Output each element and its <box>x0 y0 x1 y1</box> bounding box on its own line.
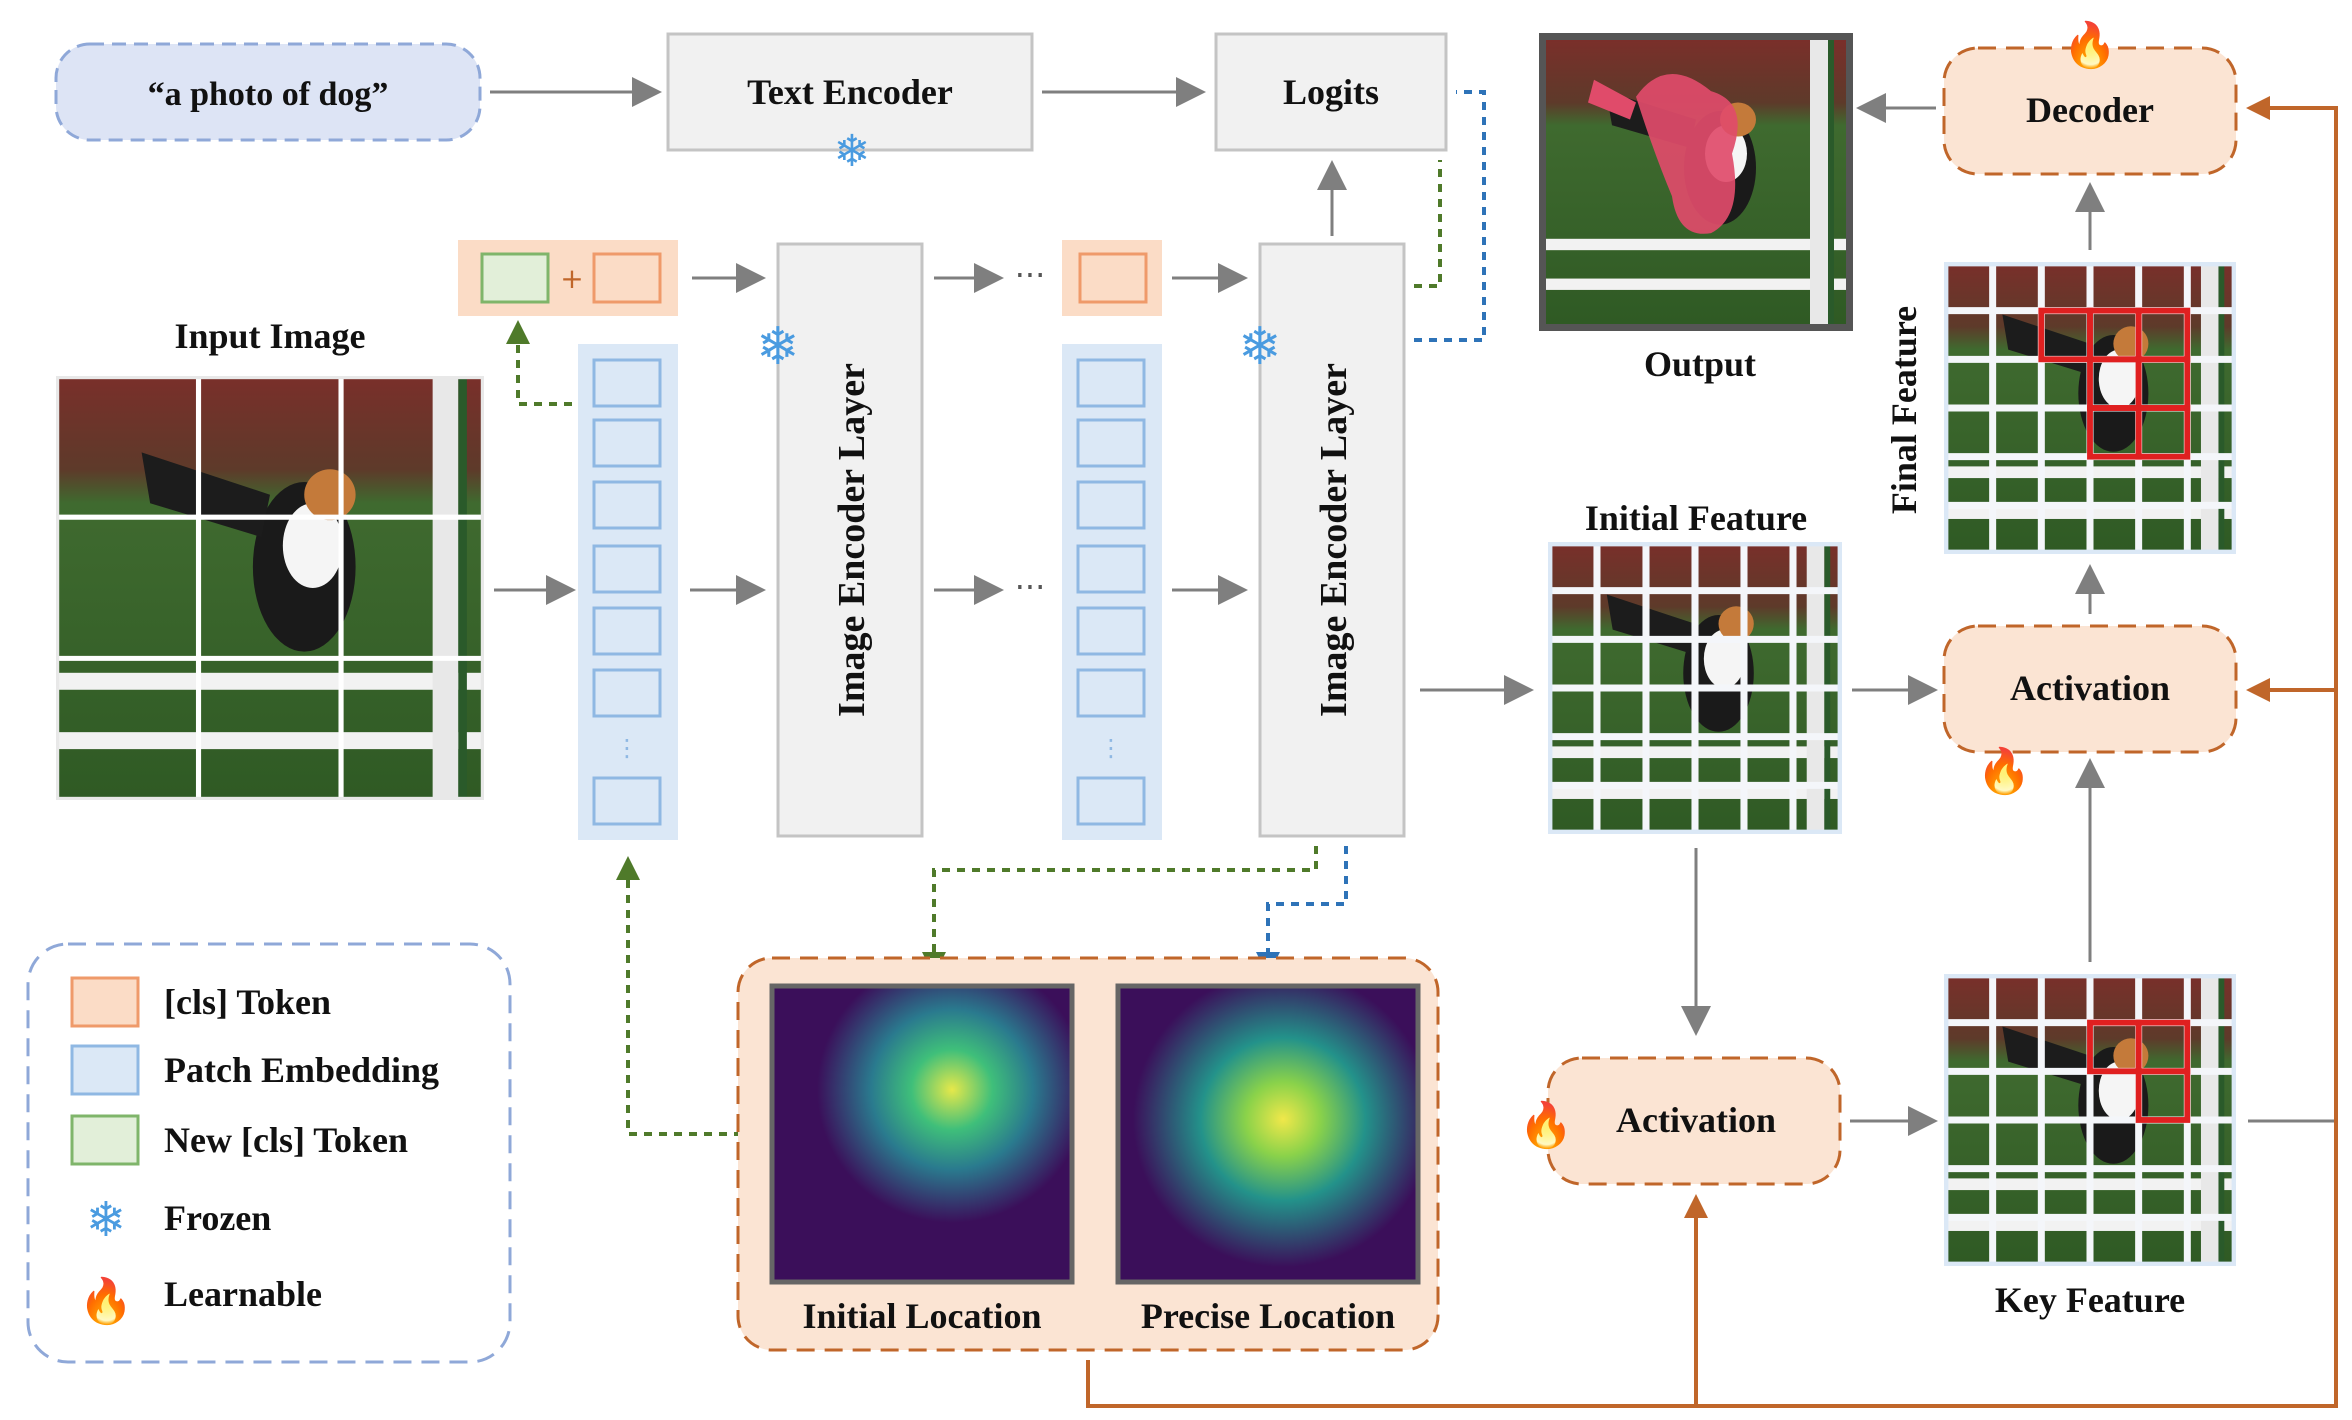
activation-right-label: Activation <box>2010 668 2170 708</box>
location-maps-panel: Initial Location Precise Location <box>736 956 1440 1352</box>
input-image <box>56 376 484 800</box>
ellipsis-top: ··· <box>1015 256 1046 294</box>
key-feature-grid <box>1944 974 2236 1266</box>
patch-embedding-column-1: ⋮ <box>578 344 678 840</box>
activation-bottom-label: Activation <box>1616 1100 1776 1140</box>
final-feature-grid <box>1944 262 2236 554</box>
legend-patch-swatch <box>70 1044 140 1096</box>
legend-newcls-swatch <box>70 1114 140 1166</box>
text-prompt: “a photo of dog” <box>54 42 482 142</box>
legend-item-learnable: Learnable <box>164 1274 322 1314</box>
initial-location-label: Initial Location <box>802 1296 1041 1336</box>
legend: [cls] Token Patch Embedding New [cls] To… <box>26 942 512 1364</box>
svg-text:⋮: ⋮ <box>1099 734 1123 762</box>
output-label: Output <box>1644 344 1756 384</box>
image-encoder-layer-2: Image Encoder Layer <box>1258 242 1406 838</box>
input-image-label: Input Image <box>174 316 365 356</box>
legend-item-cls: [cls] Token <box>164 982 331 1022</box>
final-feature-label: Final Feature <box>1884 306 1924 514</box>
flame-icon: 🔥 <box>1519 1100 1574 1151</box>
snowflake-icon: ❄ <box>834 126 871 177</box>
cls-token-2 <box>1062 240 1162 316</box>
legend-item-patch: Patch Embedding <box>164 1050 439 1090</box>
initial-location-heatmap <box>769 983 1075 1285</box>
output-image <box>1539 33 1853 331</box>
logits-label: Logits <box>1283 72 1379 112</box>
legend-cls-swatch <box>70 976 140 1028</box>
snowflake-icon: ❄ <box>86 1192 126 1248</box>
legend-item-newcls: New [cls] Token <box>164 1120 408 1160</box>
decoder-box: Decoder 🔥 <box>1942 20 2238 176</box>
image-encoder-layer-1: Image Encoder Layer <box>776 242 924 838</box>
flame-icon: 🔥 <box>79 1276 134 1327</box>
patch-embedding-column-2: ⋮ <box>1062 344 1162 840</box>
ellipsis-bottom: ··· <box>1015 568 1046 606</box>
encoder-layer-1-label: Image Encoder Layer <box>831 363 873 717</box>
decoder-label: Decoder <box>2026 90 2154 130</box>
activation-box-bottom: Activation 🔥 <box>1519 1056 1842 1186</box>
token-pair-bg: + <box>458 240 678 316</box>
encoder-layer-2-label: Image Encoder Layer <box>1313 363 1355 717</box>
logits-box: Logits <box>1214 32 1448 152</box>
precise-location-heatmap <box>1115 983 1421 1285</box>
initial-feature-grid <box>1548 542 1842 834</box>
snowflake-icon: ❄ <box>756 317 800 377</box>
activation-box-right: Activation 🔥 <box>1942 624 2238 797</box>
svg-text:+: + <box>560 262 583 295</box>
initial-feature-label: Initial Feature <box>1585 498 1807 538</box>
key-feature-label: Key Feature <box>1995 1280 2185 1320</box>
snowflake-icon: ❄ <box>1238 317 1282 377</box>
text-encoder-box: Text Encoder ❄ <box>666 32 1034 177</box>
text-encoder-label: Text Encoder <box>747 72 953 112</box>
prompt-text: “a photo of dog” <box>148 76 389 113</box>
svg-text:⋮: ⋮ <box>615 734 639 762</box>
precise-location-label: Precise Location <box>1141 1296 1395 1336</box>
legend-item-frozen: Frozen <box>164 1198 271 1238</box>
flame-icon: 🔥 <box>2063 20 2118 71</box>
flame-icon: 🔥 <box>1977 746 2032 797</box>
